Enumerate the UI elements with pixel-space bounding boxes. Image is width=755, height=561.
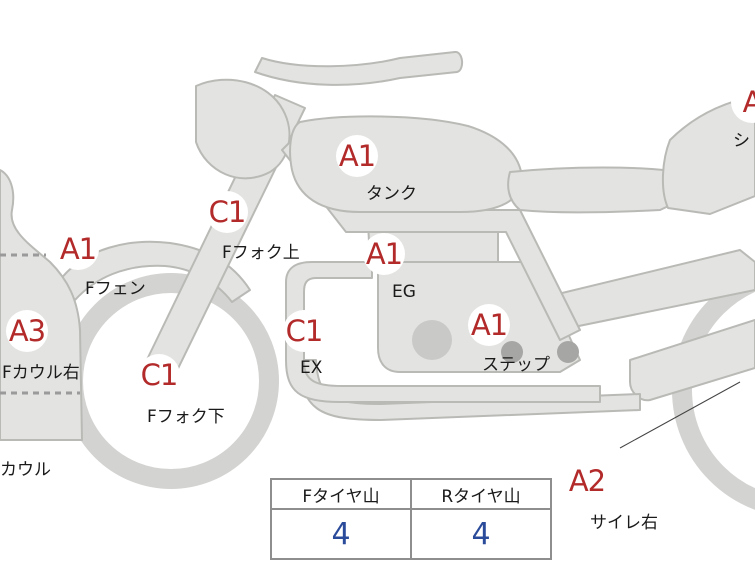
tank-label: タンク <box>366 184 417 204</box>
handlebar <box>254 51 463 86</box>
tire-table-header-row: Fタイヤ山 Rタイヤ山 <box>270 478 552 510</box>
step-code-badge: A1 <box>468 304 510 346</box>
engine-cover <box>412 320 452 360</box>
ex-code-badge: C1 <box>283 310 325 352</box>
rear-tire-value: 4 <box>410 508 552 560</box>
f-cowl-right-code-badge: A3 <box>6 310 48 352</box>
rear-cowl <box>661 95 755 215</box>
seat <box>507 166 691 214</box>
f-fork-upper-label: Fフォク上 <box>222 243 300 263</box>
step-bolt-left <box>501 341 523 363</box>
f-fork-lower-code-badge: C1 <box>138 354 180 396</box>
exhaust-pipe-upper <box>285 261 601 403</box>
f-fork-lower-label: Fフォク下 <box>147 407 225 427</box>
silencer-right-label: サイレ右 <box>590 513 658 533</box>
f-fender-code-badge: A1 <box>57 228 99 270</box>
ex-label: EX <box>300 358 323 378</box>
f-fork-upper-code-badge: C1 <box>206 191 248 233</box>
front-tire-header: Fタイヤ山 <box>270 478 412 510</box>
silencer-right-code-badge: A2 <box>566 460 608 502</box>
f-cowl-right-label: Fカウル右 <box>2 363 80 383</box>
step-bolt-right <box>557 341 579 363</box>
front-cowl <box>0 169 83 441</box>
front-tire-value: 4 <box>270 508 412 560</box>
seat-label: シ <box>733 131 750 151</box>
eg-code-badge: A1 <box>363 233 405 275</box>
rear-tire-header: Rタイヤ山 <box>410 478 552 510</box>
silencer-leader-line <box>619 381 741 449</box>
cowl-label: カウル <box>0 460 51 480</box>
step-label: ステップ <box>482 355 550 375</box>
seat-code-badge: A <box>731 81 755 123</box>
eg-label: EG <box>392 282 416 302</box>
f-fender-label: Fフェン <box>85 279 146 299</box>
tire-table-value-row: 4 4 <box>270 508 552 560</box>
tank-code-badge: A1 <box>336 135 378 177</box>
rear-wheel <box>672 270 755 510</box>
tire-tread-table: Fタイヤ山 Rタイヤ山 4 4 <box>270 478 552 560</box>
